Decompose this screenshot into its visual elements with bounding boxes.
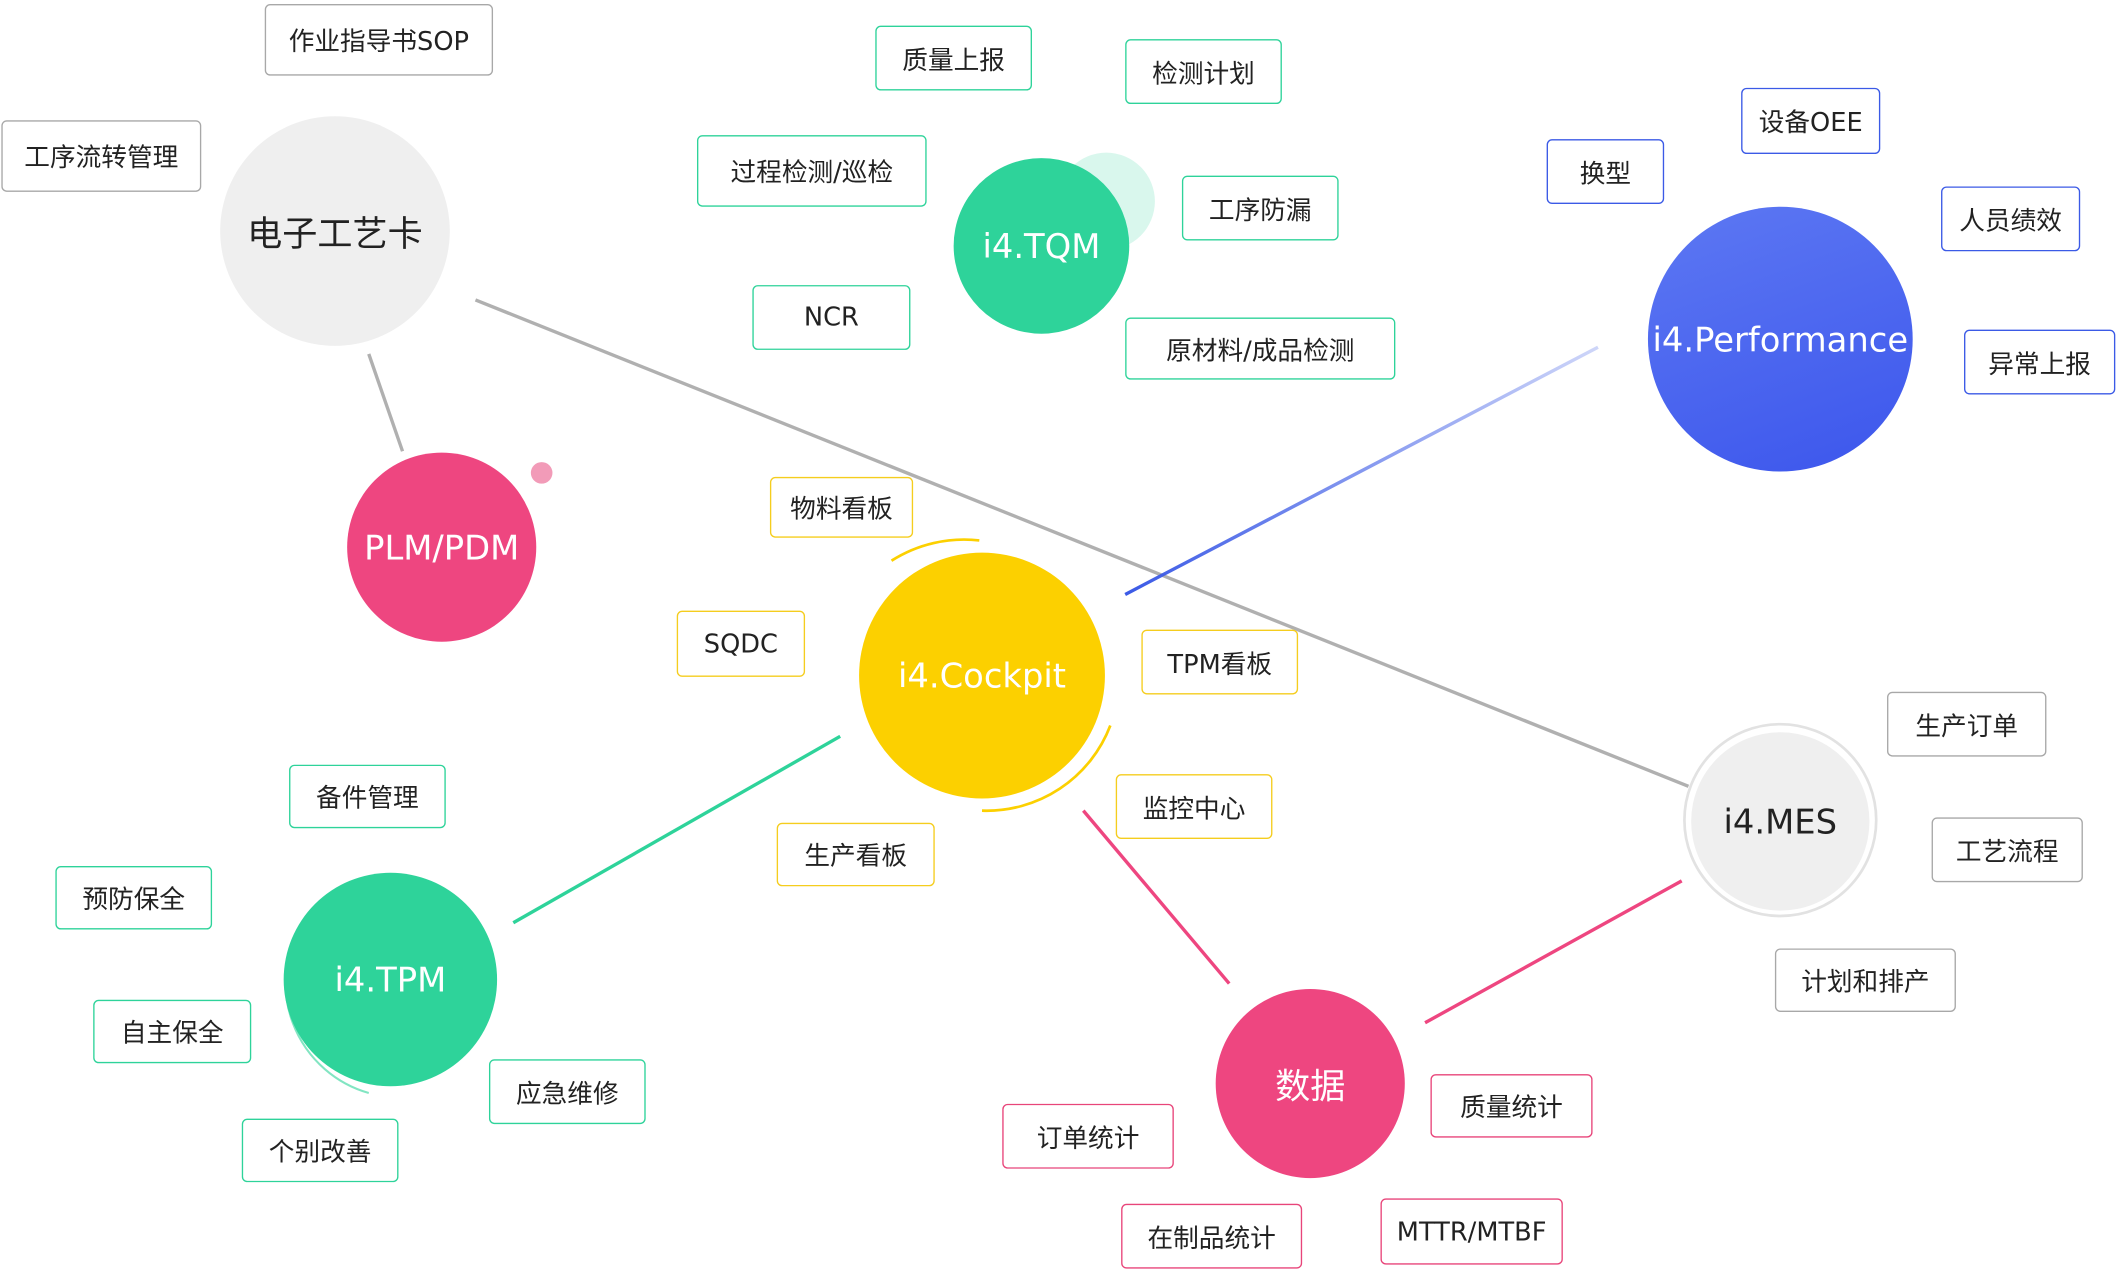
tag-mttr-mtbf[interactable]: MTTR/MTBF (1380, 1198, 1563, 1265)
link-ecard-plm (367, 353, 405, 452)
tag-ncr[interactable]: NCR (752, 285, 911, 350)
hub-plm[interactable]: PLM/PDM (347, 452, 537, 642)
tag-patrol-inspection[interactable]: 过程检测/巡检 (696, 135, 927, 207)
tag-sop[interactable]: 作业指导书SOP (264, 4, 494, 76)
mes-outer-ring (1683, 722, 1878, 918)
cockpit-outer-arc-bottom (981, 725, 1112, 812)
plm-decor-dot (530, 462, 553, 484)
tag-monitor-center[interactable]: 监控中心 (1115, 774, 1273, 840)
tag-wip-stats[interactable]: 在制品统计 (1121, 1203, 1303, 1269)
tag-production-board[interactable]: 生产看板 (776, 822, 935, 887)
hub-mes[interactable]: i4.MES (1691, 732, 1870, 911)
hub-ecard[interactable]: 电子工艺卡 (220, 116, 450, 346)
hub-data[interactable]: 数据 (1215, 988, 1405, 1179)
tag-staff-performance[interactable]: 人员绩效 (1941, 186, 2081, 252)
tag-production-order[interactable]: 生产订单 (1887, 691, 2047, 757)
hub-cockpit[interactable]: i4.Cockpit (859, 552, 1105, 799)
hub-tqm[interactable]: i4.TQM (953, 158, 1130, 334)
tag-process-route[interactable]: 工艺流程 (1931, 817, 2083, 883)
tag-material-inspection[interactable]: 原材料/成品检测 (1125, 317, 1396, 380)
link-ecard-mes (474, 298, 1690, 788)
tag-sqdc[interactable]: SQDC (676, 610, 806, 677)
tag-planning-scheduling[interactable]: 计划和排产 (1774, 948, 1956, 1012)
link-cockpit-performance (1124, 345, 1599, 596)
tag-autonomous-maintenance[interactable]: 自主保全 (93, 999, 252, 1064)
hub-tpm[interactable]: i4.TPM (283, 872, 498, 1087)
tag-process-flow-mgmt[interactable]: 工序流转管理 (1, 120, 202, 192)
tag-quality-report[interactable]: 质量上报 (875, 25, 1032, 91)
tag-quality-stats[interactable]: 质量统计 (1430, 1074, 1593, 1138)
tag-inspection-plan[interactable]: 检测计划 (1125, 39, 1282, 105)
tag-emergency-repair[interactable]: 应急维修 (488, 1059, 646, 1125)
link-data-mes (1424, 879, 1683, 1025)
link-cockpit-tpm (512, 734, 842, 925)
tag-changeover[interactable]: 换型 (1546, 139, 1665, 205)
tag-material-board[interactable]: 物料看板 (769, 476, 914, 538)
link-cockpit-data (1082, 809, 1231, 985)
tag-process-leak-prevention[interactable]: 工序防漏 (1181, 175, 1339, 241)
hub-performance[interactable]: i4.Performance (1647, 206, 1913, 472)
tag-preventive-maintenance[interactable]: 预防保全 (55, 866, 213, 930)
tag-tpm-board[interactable]: TPM看板 (1141, 629, 1299, 695)
tag-spare-parts[interactable]: 备件管理 (289, 764, 446, 829)
tag-exception-report[interactable]: 异常上报 (1964, 329, 2116, 395)
tag-equipment-oee[interactable]: 设备OEE (1741, 87, 1881, 155)
tag-order-stats[interactable]: 订单统计 (1002, 1103, 1174, 1169)
cockpit-outer-arc-top (890, 538, 980, 562)
tag-individual-improvement[interactable]: 个别改善 (241, 1118, 399, 1183)
